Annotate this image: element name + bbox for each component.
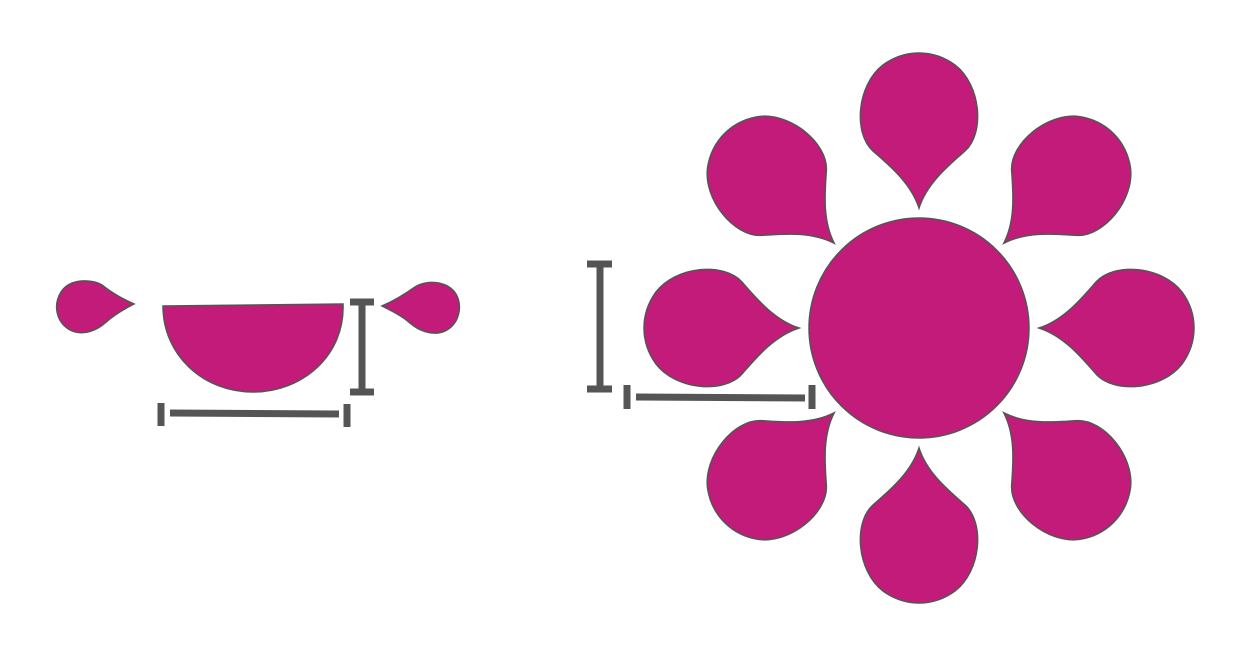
flower-petal-right bbox=[1038, 268, 1195, 388]
right-height-marker bbox=[587, 260, 612, 393]
left-small-teardrop bbox=[55, 280, 136, 334]
right-small-teardrop bbox=[380, 281, 461, 334]
half-disc bbox=[162, 303, 344, 393]
flower-petal-top bbox=[859, 52, 979, 209]
right-width-marker bbox=[623, 385, 816, 409]
left-width-marker bbox=[157, 403, 351, 427]
flower-center-circle bbox=[808, 217, 1030, 439]
left-figure bbox=[55, 280, 461, 427]
right-figure bbox=[587, 52, 1195, 604]
flower-petal-left bbox=[643, 268, 800, 388]
left-height-marker bbox=[350, 298, 374, 396]
flower-petal-bottom bbox=[859, 447, 979, 604]
